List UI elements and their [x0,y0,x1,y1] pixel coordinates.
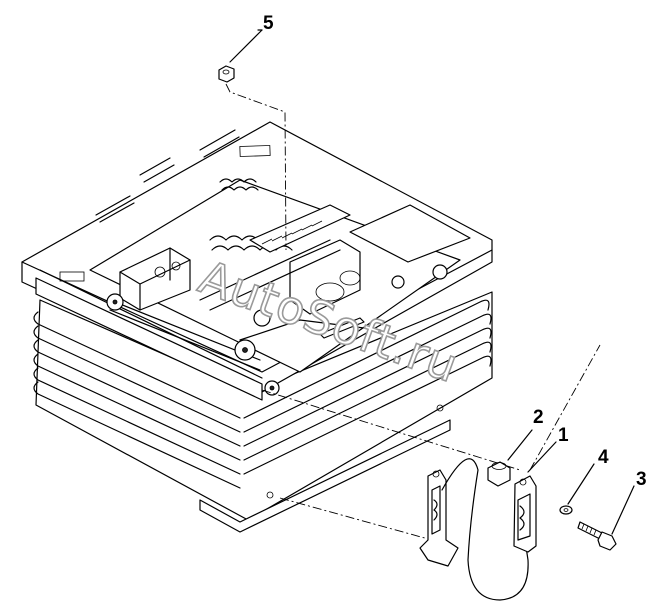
pull-strap [441,458,529,601]
latch-bracket-mounted [419,469,459,567]
callout-1: 1 [558,425,569,446]
part-3-bolt [577,521,617,551]
callout-3: 3 [636,469,647,490]
part-2-spacer [487,461,511,487]
part-1-latch [513,475,537,553]
callout-5: 5 [263,13,274,34]
leader-latch [261,389,521,471]
leader-part-5 [225,83,287,251]
leader-bolt [529,344,601,471]
callout-2: 2 [533,407,544,428]
suspension-bellows [33,291,493,533]
callout-4: 4 [598,447,609,468]
scissor-mechanism [106,178,471,396]
leader-base [279,497,451,546]
part-5-nut [218,65,235,83]
callout-leaders [229,29,635,535]
part-4-washer [559,505,573,515]
